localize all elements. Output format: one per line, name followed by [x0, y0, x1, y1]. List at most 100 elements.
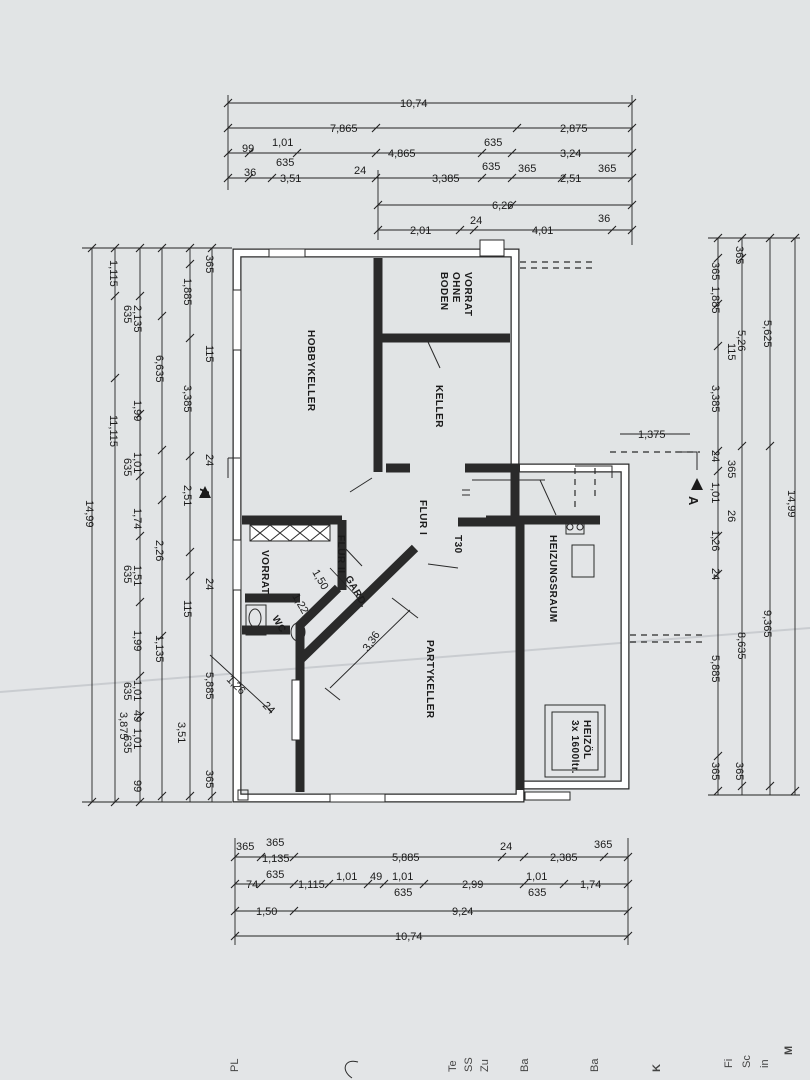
- dim-top-99: 99: [242, 143, 254, 155]
- dim-top-201: 2,01: [410, 225, 431, 237]
- stair-area: [472, 465, 613, 516]
- label-vorrat-ohne-boden-3: BODEN: [438, 272, 449, 311]
- stair-top: [575, 465, 613, 478]
- burner-icon: [565, 519, 585, 535]
- dim-left-115: 115: [203, 345, 215, 363]
- dim-right-365b: 365: [709, 262, 721, 280]
- margin-text: Ba: [589, 1058, 601, 1072]
- dim-right-115: 115: [725, 343, 737, 361]
- door-flur-mark: [462, 489, 470, 496]
- dim-bottom-635c: 635: [528, 887, 546, 899]
- room-labels: HOBBYKELLER KELLER VORRAT OHNE BODEN FLU…: [259, 272, 594, 774]
- shelf-crosses: [249, 524, 331, 542]
- window-heizung-south: [524, 791, 571, 801]
- toilet-icon: [248, 608, 262, 628]
- valve-icon: [576, 523, 584, 531]
- margin-text: in: [759, 1059, 771, 1068]
- dim-bottom-1115: 1,115: [298, 879, 325, 891]
- label-heizoel-2: 3x 1600ltr.: [569, 720, 580, 774]
- label-heizungsraum: HEIZUNGSRAUM: [547, 535, 558, 623]
- section-arrow-icon: [199, 486, 211, 498]
- label-keller: KELLER: [433, 385, 444, 428]
- margin-text: Te: [447, 1060, 459, 1072]
- label-hobbykeller: HOBBYKELLER: [305, 330, 316, 412]
- dim-bottom-150: 1,50: [256, 906, 277, 918]
- dashed-right: [630, 634, 705, 643]
- dim-bottom-101c: 1,01: [526, 871, 547, 883]
- dim-bottom-74: 74: [246, 879, 258, 891]
- shelf-box: [249, 524, 331, 542]
- dim-bottom-635b: 635: [394, 887, 412, 899]
- margin-text: PL: [229, 1059, 241, 1072]
- dim-left-99: 99: [131, 780, 143, 792]
- label-heizoel-1: HEIZÖL: [581, 720, 594, 760]
- section-label-a-left: A: [197, 488, 212, 498]
- dim-left-6635: 6,635: [153, 355, 165, 383]
- label-flur-2: FLUR II: [335, 535, 346, 574]
- dim-top-7865: 7,865: [330, 123, 358, 135]
- dim-bottom-101b: 1,01: [392, 871, 413, 883]
- dim-bottom-24: 24: [500, 841, 512, 853]
- label-flur-1: FLUR I: [417, 500, 428, 535]
- dim-left-11115: 11,115: [107, 415, 119, 447]
- label-vorrat-ohne-boden-2: OHNE: [450, 272, 461, 303]
- dim-left-24b: 24: [203, 578, 215, 590]
- dim-top-251: 2,51: [560, 173, 581, 185]
- dim-bottom-49: 49: [370, 871, 382, 883]
- section-marks: A A: [197, 451, 703, 506]
- door-keller: [427, 341, 441, 369]
- dim-left-151: 1,51: [131, 565, 143, 586]
- margin-text: K: [651, 1064, 663, 1072]
- dim-left-635b: 635: [121, 458, 133, 476]
- window-hobby-1: [232, 289, 242, 351]
- dim-top-4865: 4,865: [388, 148, 416, 160]
- margin-text: Zu: [479, 1059, 491, 1072]
- paper-fold-line: [0, 627, 810, 693]
- dim-bottom-365b: 365: [266, 837, 284, 849]
- dim-left-2135: 2,135: [131, 305, 143, 333]
- dim-left-635c: 635: [121, 565, 133, 583]
- dim-left-351: 3,51: [175, 722, 187, 743]
- dim-right-526: 5,26: [735, 330, 747, 351]
- label-vorrat-ohne-boden-1: VORRAT: [462, 272, 473, 316]
- dim-left-101c: 1,01: [131, 728, 143, 749]
- label-t30: T30: [452, 535, 463, 554]
- dim-top-635: 635: [484, 137, 502, 149]
- dim-right-126: 1,26: [709, 530, 721, 551]
- dim-left-1885: 1,885: [181, 278, 193, 306]
- window-party-south: [329, 793, 386, 803]
- dim-right-24b: 24: [709, 568, 721, 580]
- dim-top-365b: 365: [598, 163, 616, 175]
- dim-top-overall: 10,74: [400, 98, 428, 110]
- stair-lines: [472, 479, 557, 516]
- dim-top-24: 24: [354, 165, 366, 177]
- right-dimensions: 14,99 365 365 1,885 5,625 5,26 115 3,385…: [620, 233, 800, 796]
- dim-right-5625: 5,625: [761, 320, 773, 348]
- door-vorrat: [344, 547, 363, 567]
- valve-icon: [566, 523, 574, 531]
- top-dimensions: 10,74 7,865 2,875 99 1,01 4,865 635 3,24…: [223, 95, 637, 245]
- dim-top-365: 365: [518, 163, 536, 175]
- dim-top-36: 36: [244, 167, 256, 179]
- dim-left-199a: 1,99: [131, 400, 143, 421]
- dim-right-26: 26: [725, 510, 737, 522]
- windows: [232, 239, 571, 803]
- dim-top-24b: 24: [470, 215, 482, 227]
- dim-bottom-101a: 1,01: [336, 871, 357, 883]
- dim-right-101: 1,01: [709, 482, 721, 503]
- margin-text: SS: [463, 1057, 475, 1072]
- dim-top-635c: 635: [482, 161, 500, 173]
- dim-right-8635: 8,635: [735, 632, 747, 660]
- dim-left-115b: 115: [181, 600, 193, 618]
- bottom-dimensions: 365 365 1,135 5,885 24 2,385 365 74 635 …: [230, 837, 633, 945]
- dim-left-251: 2,51: [181, 485, 193, 506]
- dashed-top: [520, 261, 595, 269]
- dim-bottom-924: 9,24: [452, 906, 473, 918]
- label-partykeller: PARTYKELLER: [424, 640, 435, 719]
- dim-left-635: 635: [121, 305, 133, 323]
- dim-right-24a: 24: [709, 450, 721, 462]
- dim-right-1375: 1,375: [638, 429, 666, 441]
- wall-wc-diagonal: [295, 584, 342, 660]
- dim-left-49: 49: [131, 710, 143, 722]
- dim-top-36b: 36: [598, 213, 610, 225]
